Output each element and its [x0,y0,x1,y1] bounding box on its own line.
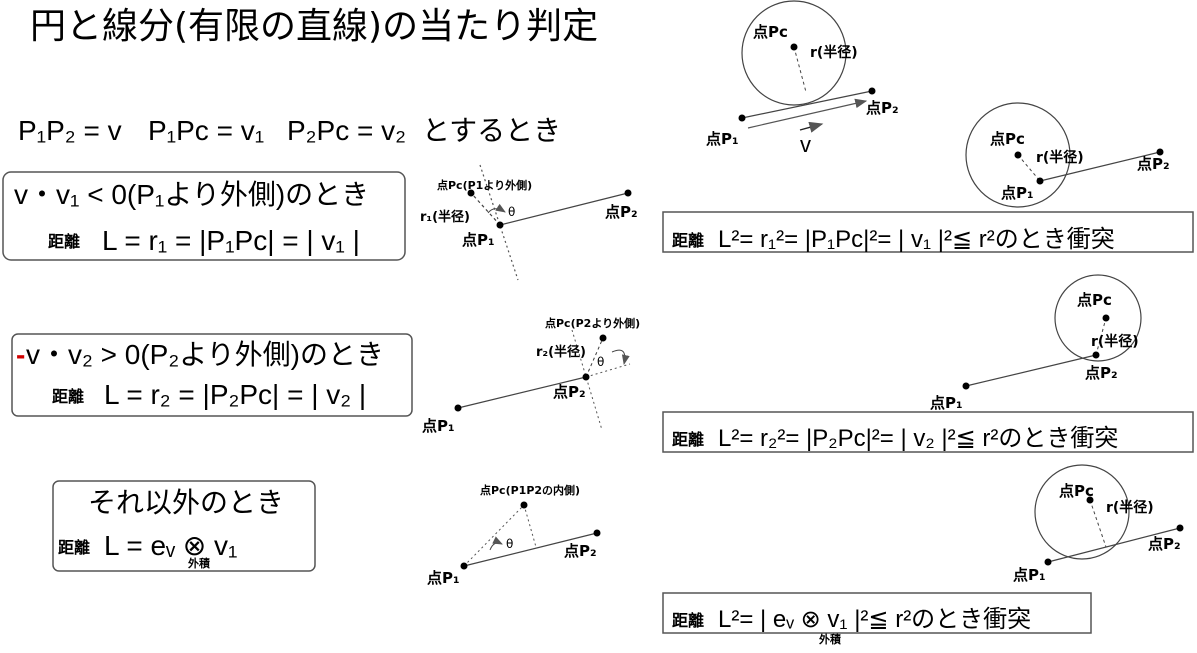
case-2-box: - v・v₂ > 0(P₂より外側)のとき 距離 L = r₂ = |P₂Pc|… [11,333,413,417]
case-2-p2-label: 点P₂ [553,383,586,401]
case-1-box: v・v₁ < 0(P₁より外側)のとき 距離 L = r₁ = |P₁Pc| =… [2,171,406,261]
case-2-right-p2: 点P₂ [1085,364,1118,382]
case-3-right-r: r(半径) [1106,499,1154,516]
slide-title: 円と線分(有限の直線)の当たり判定 [30,6,598,47]
case-3-right-pc: 点Pc [1059,482,1094,500]
case-1-collision-formula: L²= r₁²= |P₁Pc|²= | v₁ |²≦ r²のとき衝突 [718,226,1115,253]
case-2-diagram: 点Pc(P2より外側) r₂(半径) θ 点P₂ 点P₁ [422,316,640,435]
case-2-right-pc: 点Pc [1077,291,1112,309]
top-right-diagram: 点Pc r(半径) 点P₁ 点P₂ v [706,0,899,157]
definition-p1pc: P₁Pc = v₁ [148,115,264,146]
case-2-collision-formula: L²= r₂²= |P₂Pc|²= | v₂ |²≦ r²のとき衝突 [718,425,1118,452]
case-3-distance-formula: L = eᵥ ⊗ v₁ [104,530,237,561]
case-3-collision-label: 距離 [672,611,704,630]
case-3-condition: それ以外のとき [88,487,284,518]
case-3-diagram: 点Pc(P1P2の内側) θ 点P₂ 点P₁ [427,483,601,587]
definition-p1p2: P₁P₂ = v [18,115,122,146]
top-right-pc: 点Pc [753,23,788,41]
top-right-p1: 点P₁ [706,130,739,148]
case-2-p1-label: 点P₁ [422,417,455,435]
case-1-p2-label: 点P₂ [605,203,638,221]
case-3-box: それ以外のとき 距離 L = eᵥ ⊗ v₁ 外積 [52,480,316,572]
case-1-collision-label: 距離 [672,231,704,250]
case-1-collision-box: 距離 L²= r₁²= |P₁Pc|²= | v₁ |²≦ r²のとき衝突 [662,211,1194,253]
top-right-r: r(半径) [810,44,858,61]
case-2-collision-label: 距離 [672,430,704,449]
case-1-diagram: 点Pc(P1より外側) r₁(半径) θ 点P₁ 点P₂ [420,164,638,281]
case-1-right-diagram: 点Pc r(半径) 点P₁ 点P₂ [965,102,1170,208]
case-2-pc-label: 点Pc(P2より外側) [545,316,640,330]
case-1-right-r: r(半径) [1036,149,1084,166]
case-3-collision-box: 距離 L²= | eᵥ ⊗ v₁ |²≦ r²のとき衝突 外積 [662,592,1092,646]
case-2-sign: - [16,339,25,370]
case-3-collision-cross-label: 外積 [818,632,842,646]
case-3-p2-label: 点P₂ [564,542,597,560]
case-1-p1-point [496,221,504,229]
case-1-right-p1: 点P₁ [1001,184,1034,202]
case-1-distance-label: 距離 [48,232,80,251]
case-1-right-p2: 点P₂ [1137,155,1170,173]
case-2-distance-formula: L = r₂ = |P₂Pc| = | v₂ | [104,379,366,410]
case-2-condition: v・v₂ > 0(P₂より外側)のとき [26,339,384,370]
case-3-right-diagram: 点Pc r(半径) 点P₁ 点P₂ [1013,464,1184,584]
case-1-p2-point [624,189,632,197]
case-1-condition: v・v₁ < 0(P₁より外側)のとき [14,179,369,210]
case-1-distance-formula: L = r₁ = |P₁Pc| = | v₁ | [102,225,360,256]
definitions: P₁P₂ = v P₁Pc = v₁ P₂Pc = v₂ とするとき [18,115,561,146]
case-2-right-p1: 点P₁ [930,394,963,412]
case-2-right-r: r(半径) [1091,333,1139,350]
case-3-right-p2: 点P₂ [1148,535,1181,553]
case-1-r1-label: r₁(半径) [420,209,470,225]
case-3-theta: θ [506,537,513,551]
top-right-v: v [800,132,811,157]
definition-p2pc: P₂Pc = v₂ [287,115,406,146]
case-2-collision-box: 距離 L²= r₂²= |P₂Pc|²= | v₂ |²≦ r²のとき衝突 [662,411,1194,453]
case-1-pc-point [467,189,475,197]
case-1-right-pc: 点Pc [990,130,1025,148]
case-2-r2-label: r₂(半径) [536,344,586,360]
case-3-cross-label: 外積 [187,556,211,570]
case-3-collision-formula: L²= | eᵥ ⊗ v₁ |²≦ r²のとき衝突 [718,606,1031,633]
case-2-right-diagram: 点Pc r(半径) 点P₂ 点P₁ [930,274,1142,412]
case-3-distance-label: 距離 [58,538,90,557]
case-3-p1-label: 点P₁ [427,569,460,587]
case-2-distance-label: 距離 [52,387,84,406]
case-1-p1-label: 点P₁ [462,231,495,249]
case-3-right-p1: 点P₁ [1013,566,1046,584]
case-1-theta: θ [508,205,515,219]
case-3-pc-label: 点Pc(P1P2の内側) [480,483,580,497]
definition-suffix: とするとき [422,115,561,146]
case-1-pc-label: 点Pc(P1より外側) [437,178,532,192]
top-right-p2: 点P₂ [866,99,899,117]
case-2-theta: θ [597,355,604,369]
